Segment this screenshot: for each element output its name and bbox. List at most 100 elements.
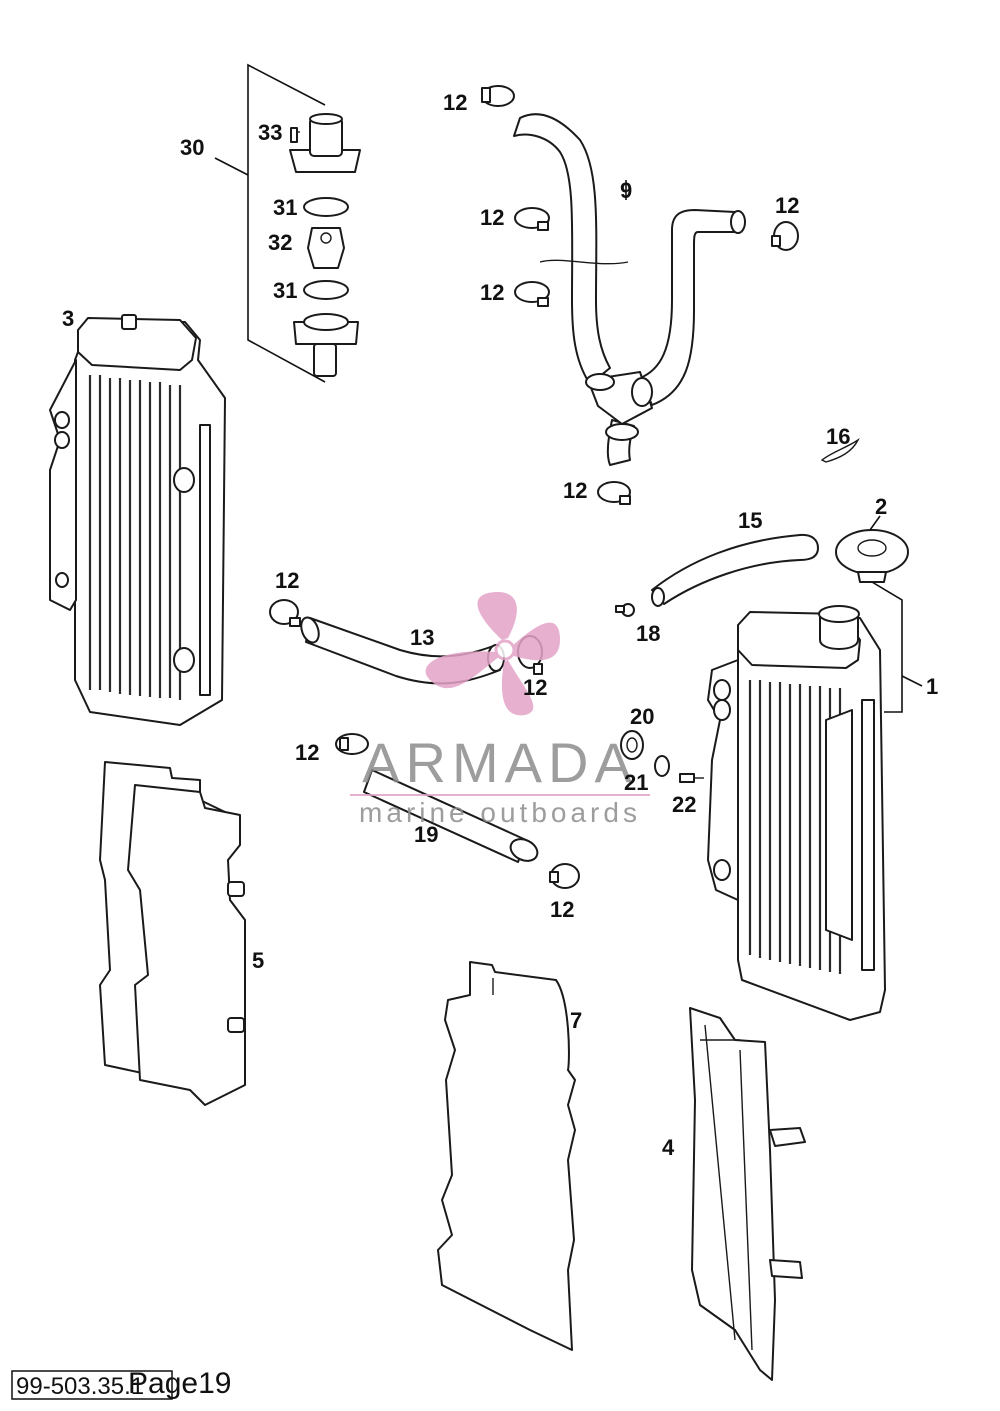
- hose-clip-16: [820, 437, 860, 463]
- callout-16: 16: [826, 424, 850, 449]
- guard-4-body: [689, 1007, 776, 1381]
- right-bracket-hole-3: [713, 859, 731, 881]
- watermark-title: ARMADA: [362, 731, 638, 794]
- overflow-hose-body: [651, 533, 819, 605]
- clamp-9: [549, 863, 580, 889]
- washer-parts: [620, 730, 704, 783]
- callout-18: 18: [636, 621, 660, 646]
- right-radiator-filler-rim: [818, 605, 860, 623]
- thermostat-base-opening: [303, 313, 349, 331]
- overflow-hose-end: [651, 587, 665, 607]
- callout-31-bottom: 31: [273, 278, 297, 303]
- right-radiator-side-channel: [861, 699, 875, 971]
- left-radiator: [49, 314, 226, 726]
- clamp-10: [585, 373, 615, 391]
- footer-code-box: [11, 1370, 173, 1400]
- guard-4-rail-1: [704, 1024, 736, 1341]
- left-radiator-side-channel: [199, 424, 211, 696]
- small-clamp-18: [615, 603, 635, 617]
- clamp-6: [269, 599, 301, 627]
- guard-4-rail-2: [739, 1049, 753, 1351]
- footer-code: 99-503.35.1: [16, 1373, 144, 1400]
- radiator-guard-4: [689, 1007, 806, 1381]
- callout-15: 15: [738, 508, 762, 533]
- radiator-cap-body: [835, 529, 909, 575]
- callout-20: 20: [630, 704, 654, 729]
- shroud-5-peg-1: [227, 881, 245, 897]
- grommet-20-hole: [626, 737, 638, 753]
- clamp-11: [631, 377, 653, 407]
- left-radiator-tank: [77, 317, 197, 371]
- leader-2: [869, 515, 881, 531]
- clamp-2: [514, 207, 550, 231]
- thermostat-valve: [320, 232, 332, 244]
- shroud-5-front: [127, 784, 246, 1106]
- left-bracket-hole-2: [54, 431, 70, 449]
- armada-watermark: ARMADA marine outboards: [350, 592, 650, 828]
- bolt-22-head: [679, 773, 695, 783]
- thermostat-bracket-line: [247, 63, 326, 383]
- radiator-shroud-5: [99, 761, 246, 1106]
- thermostat-insert: [307, 227, 345, 269]
- thermostat-inlet-pipe: [313, 343, 337, 377]
- callout-1: 1: [926, 674, 938, 699]
- callout-9: 9: [620, 178, 632, 203]
- right-radiator: [707, 581, 923, 1021]
- radiator-cap-seal: [857, 571, 887, 583]
- shroud-5-peg-2: [227, 1017, 245, 1033]
- hose-19: [363, 769, 539, 863]
- leader-30: [214, 157, 249, 176]
- left-bracket-hole-3: [55, 572, 69, 588]
- callout-12-h: 12: [295, 740, 319, 765]
- clamp-4: [771, 221, 799, 251]
- callout-4: 4: [662, 1135, 675, 1160]
- guard-4-peg-1: [769, 1127, 806, 1147]
- hose-9-break-line: [539, 259, 629, 265]
- callout-5: 5: [252, 948, 264, 973]
- callout-12-b: 12: [480, 205, 504, 230]
- callout-12-a: 12: [443, 90, 467, 115]
- watermark-subtitle: marine outboards: [359, 797, 641, 828]
- thermostat-outlet-rim: [309, 113, 343, 125]
- left-radiator-core-fins: [88, 375, 182, 700]
- callout-32: 32: [268, 230, 292, 255]
- hose-clamps: [269, 85, 799, 889]
- radiator-grille-7: [437, 961, 576, 1351]
- footer-page: Page19: [128, 1367, 231, 1400]
- leader-1-bracket: [871, 581, 903, 713]
- callout-12-f: 12: [275, 568, 299, 593]
- left-radiator-filler-neck: [121, 314, 137, 330]
- callout-22: 22: [672, 792, 696, 817]
- o-ring-bottom: [303, 280, 349, 300]
- overflow-hose: [651, 533, 819, 607]
- propeller-logo: [425, 592, 560, 716]
- clamp-5: [597, 481, 631, 505]
- clamp-1: [481, 85, 515, 107]
- hose-19-body: [363, 769, 527, 863]
- grommet-20: [620, 730, 644, 760]
- hose-19-end: [509, 838, 539, 862]
- callout-12-e: 12: [563, 478, 587, 503]
- radiator-cap: [835, 515, 909, 583]
- callout-33: 33: [258, 120, 282, 145]
- callout-19: 19: [414, 822, 438, 847]
- callout-3: 3: [62, 306, 74, 331]
- clamp-8: [335, 733, 369, 755]
- callout-7: 7: [570, 1008, 582, 1033]
- screw-33-body: [290, 127, 298, 143]
- o-ring-top: [303, 197, 349, 217]
- clamp-12: [605, 423, 639, 441]
- hose-13-end-left: [300, 616, 320, 644]
- callout-12-g: 12: [523, 675, 547, 700]
- washer-21: [654, 755, 670, 777]
- radiator-cap-center: [857, 539, 887, 557]
- callout-21: 21: [624, 770, 648, 795]
- callout-31-top: 31: [273, 195, 297, 220]
- hose-9-right-branch: [639, 209, 739, 406]
- right-bracket-hole-2: [713, 699, 731, 721]
- left-bracket-hole-1: [54, 411, 70, 429]
- callout-12-c: 12: [775, 193, 799, 218]
- left-radiator-outlet-1: [173, 467, 195, 493]
